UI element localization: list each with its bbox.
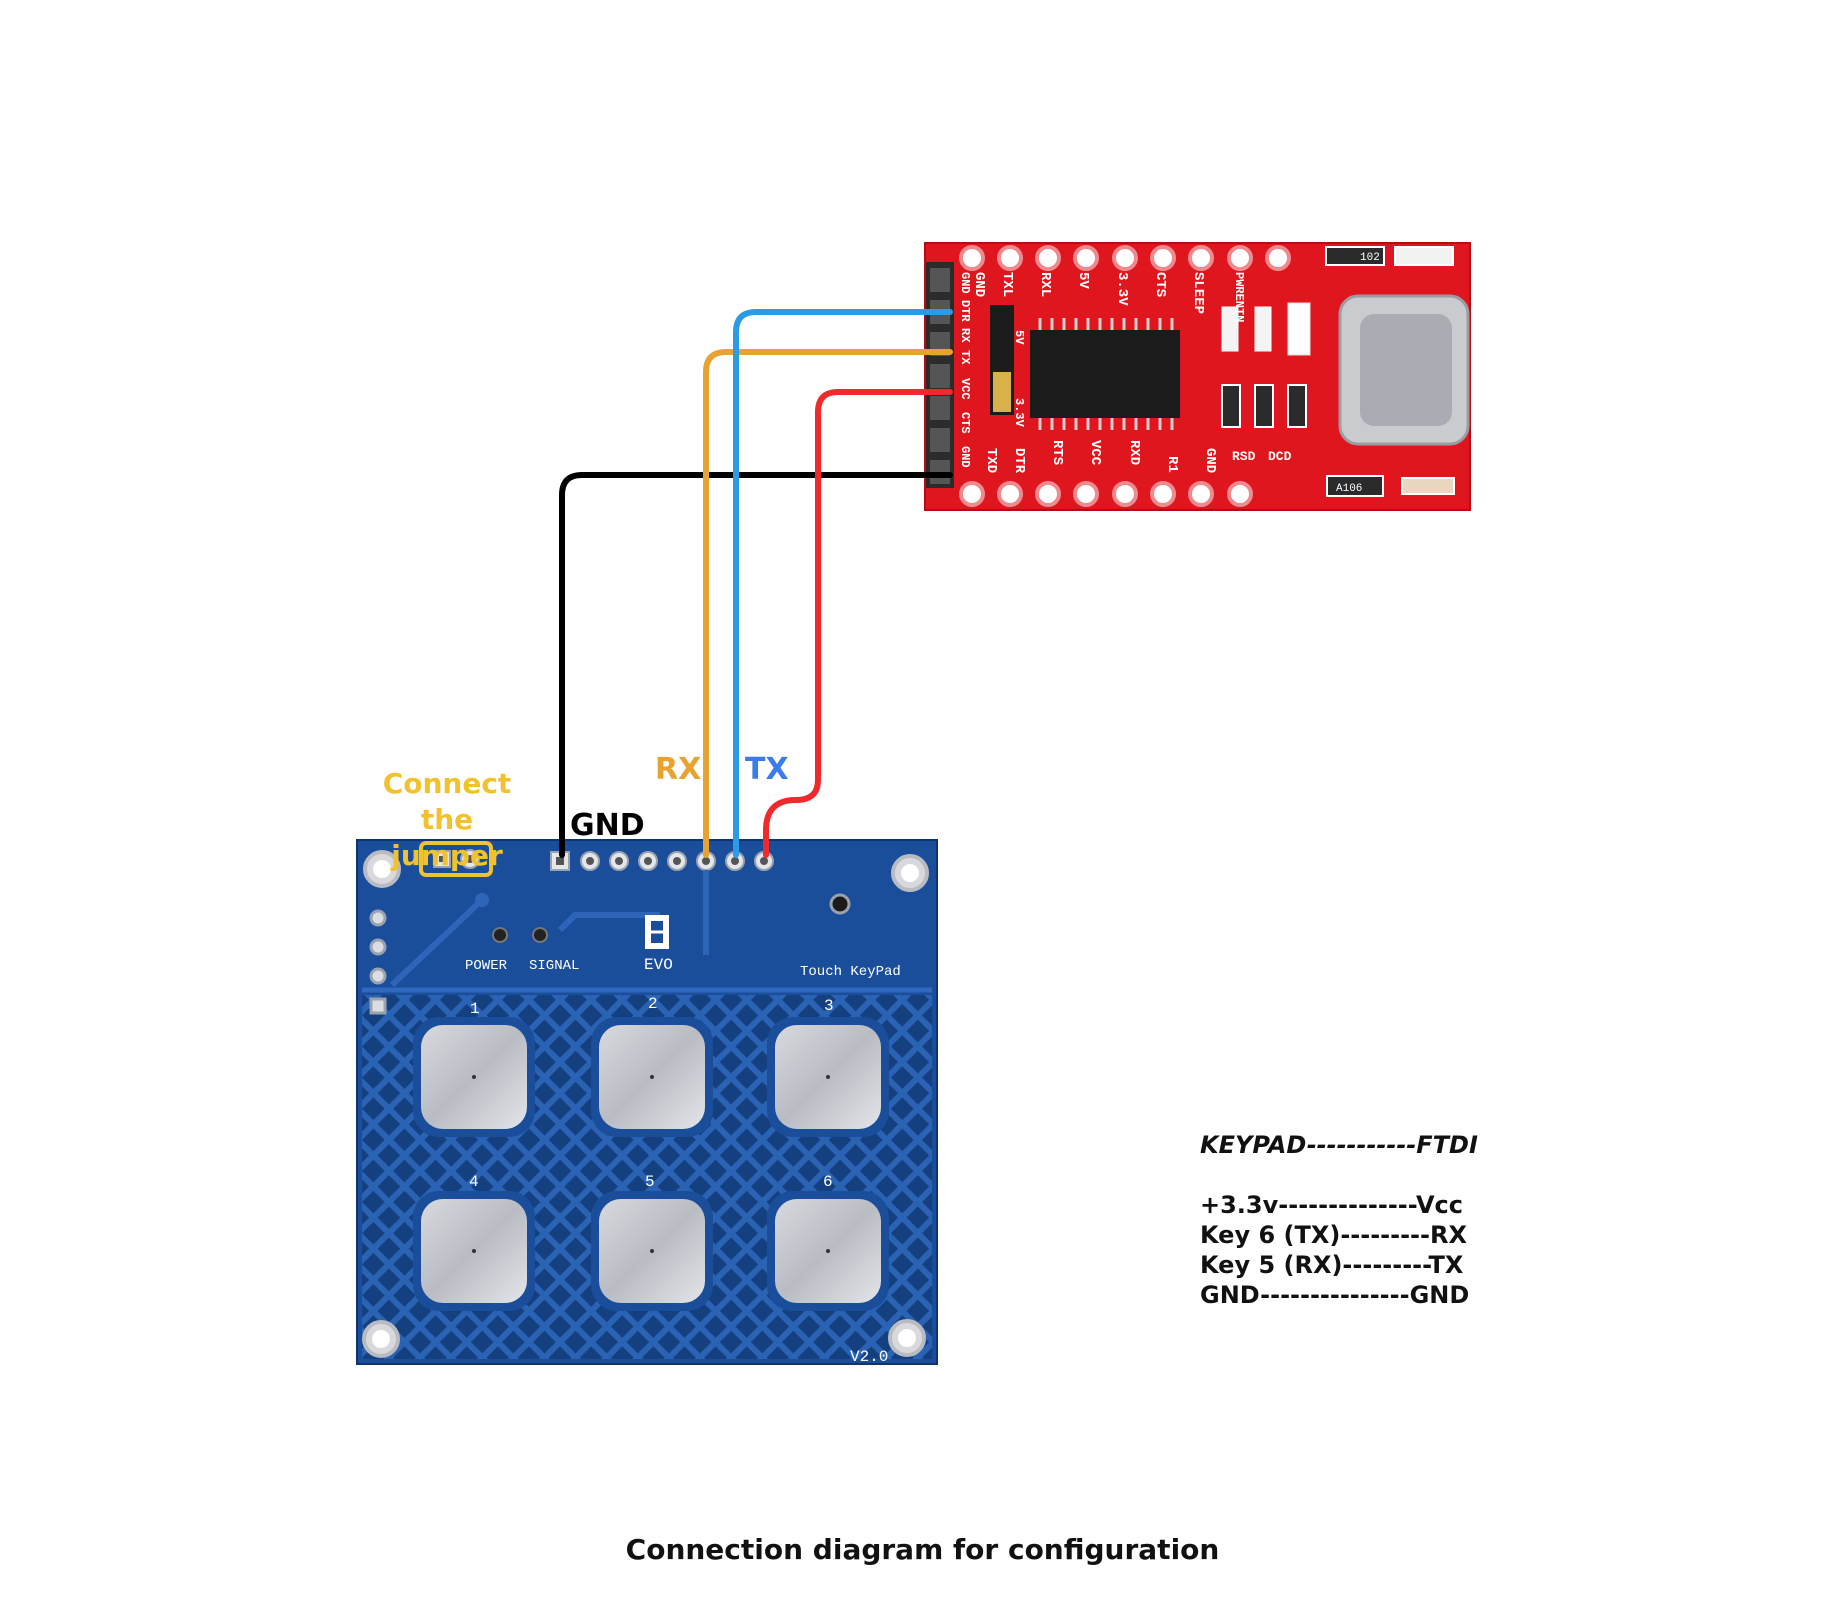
gnd-label: GND [570, 808, 645, 843]
pin-mapping-header: KEYPAD-----------FTDI [1200, 1131, 1478, 1159]
signal-led [532, 927, 548, 943]
ftdi-jumper-label: 5V [1012, 330, 1026, 345]
gnd-wire [559, 472, 953, 858]
ftdi-left-pin-label: GND [958, 272, 972, 294]
ftdi-bottom-pin-label: VCC [1087, 440, 1103, 466]
jumper-instruction-line-1: Connect the [382, 767, 512, 836]
key-number: 1 [470, 1000, 480, 1018]
vcc-wire [763, 389, 953, 858]
key-number: 4 [469, 1173, 479, 1191]
key-number: 5 [645, 1173, 655, 1191]
keypad-jumper-pins [419, 841, 493, 877]
keypad-board: POWER SIGNAL EVO Touch KeyPad V2.0 1 2 3 [356, 839, 938, 1366]
version-label: V2.0 [850, 1348, 888, 1366]
ftdi-jumper-label: 3.3V [1012, 398, 1026, 428]
ftdi-top-pin-label: RXL [1037, 272, 1053, 297]
jumper-instruction-label: Connect the jumper [352, 766, 542, 874]
signal-label: SIGNAL [529, 958, 579, 974]
ftdi-ic-chip [1030, 330, 1180, 418]
power-label: POWER [465, 958, 508, 974]
jumper-instruction-line-2: jumper [391, 839, 503, 872]
ftdi-bottom-pin-label: TXD [983, 448, 999, 473]
ftdi-bottom-pin-label: R1 [1164, 456, 1180, 473]
rx-label: RX [655, 752, 702, 787]
ftdi-bottom-pin-label: DTR [1011, 448, 1027, 474]
ftdi-top-pin-label: 5V [1075, 272, 1091, 289]
tx-label: TX [745, 752, 789, 787]
tx-wire [733, 309, 953, 858]
mounting-holes [362, 850, 929, 1358]
ftdi-left-pin-label: RX [958, 328, 972, 343]
ftdi-resistor-label: 102 [1360, 252, 1380, 264]
ftdi-bottom-pin-label: GND [1202, 448, 1218, 473]
ftdi-left-pin-label: TX [958, 350, 972, 365]
ftdi-top-pin-label: CTS [1152, 272, 1168, 297]
key-number: 2 [648, 995, 658, 1013]
pin-mapping-table: KEYPAD-----------FTDI +3.3v-------------… [1200, 1130, 1478, 1310]
product-label: Touch KeyPad [800, 964, 901, 980]
ftdi-left-pin-label: GND [958, 446, 972, 468]
ftdi-board: GND TXL RXL 5V 3.3V CTS SLEEP PWRENTN GN… [924, 242, 1471, 511]
pin-mapping-row: Key 5 (RX)---------TX [1200, 1251, 1464, 1279]
ftdi-left-pin-label: DTR [958, 300, 972, 322]
key-6[interactable]: 6 [767, 1173, 889, 1311]
ftdi-top-pin-label: GND [971, 272, 987, 297]
key-3[interactable]: 3 [767, 997, 889, 1137]
ftdi-bottom-pin-label: RTS [1049, 440, 1065, 465]
ftdi-bottom-pin-label: RSD [1232, 449, 1256, 464]
pin-mapping-row: +3.3v--------------Vcc [1200, 1191, 1464, 1219]
jumper-highlight-box [419, 841, 493, 877]
key-1[interactable]: 1 [413, 1000, 535, 1137]
ftdi-bottom-pin-label: DCD [1268, 449, 1292, 464]
ftdi-top-pin-label: PWRENTN [1232, 272, 1246, 322]
ftdi-jumper-cap [993, 372, 1011, 412]
ftdi-left-pin-label: CTS [958, 412, 972, 434]
pin-mapping-row: Key 6 (TX)---------RX [1200, 1221, 1467, 1249]
pin-mapping-row: GND---------------GND [1200, 1281, 1470, 1309]
key-2[interactable]: 2 [591, 995, 713, 1137]
ftdi-top-pin-label: 3.3V [1114, 272, 1130, 306]
ftdi-top-pin-label: TXL [999, 272, 1015, 297]
key-4[interactable]: 4 [413, 1173, 535, 1311]
power-led [492, 927, 508, 943]
key-5[interactable]: 5 [591, 1173, 713, 1311]
brand-label: EVO [644, 956, 673, 974]
ftdi-left-pin-label: VCC [958, 378, 972, 400]
key-number: 3 [824, 997, 834, 1015]
ftdi-resistor-label: A106 [1336, 483, 1362, 495]
rx-wire [703, 349, 953, 858]
ftdi-bottom-pin-label: RXD [1126, 440, 1142, 465]
ftdi-bottom-pin-holes [959, 481, 1253, 507]
key-number: 6 [823, 1173, 833, 1191]
ftdi-top-pin-holes [959, 245, 1291, 271]
diagram-caption: Connection diagram for configuration [625, 1533, 1220, 1566]
ftdi-top-pin-label: SLEEP [1190, 272, 1206, 314]
